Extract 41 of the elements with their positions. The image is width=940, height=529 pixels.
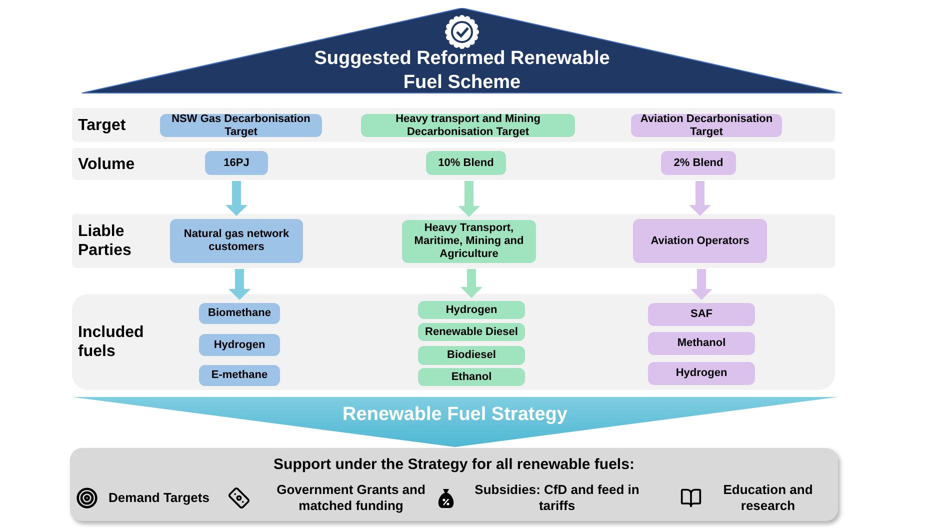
item-box: Biodiesel [418,346,525,365]
row-heading: Liable Parties [78,222,132,260]
item-box: Hydrogen [648,362,755,385]
down-arrow [228,269,250,300]
item-box: Heavy transport and Mining Decarbonisation Target [361,114,575,137]
item-box: Aviation Operators [633,219,767,263]
support-item: Education and research [722,482,814,514]
row-band [72,108,835,142]
item-box: Ethanol [418,368,525,386]
scheme-title: Suggested Reformed Renewable Fuel Scheme [313,47,611,95]
item-box: Methanol [648,332,755,355]
item-box: Natural gas network customers [170,219,303,263]
down-arrow [689,181,711,216]
support-item: Subsidies: CfD and feed in tariffs [474,482,640,514]
item-box: Heavy Transport, Maritime, Mining and Agriculture [402,220,536,263]
item-box: Renewable Diesel [418,323,525,341]
down-arrow [690,269,712,300]
support-item: Demand Targets [108,490,210,506]
down-arrow [458,181,480,217]
item-box: Hydrogen [199,334,280,356]
down-arrow [226,181,248,216]
item-box: SAF [648,303,755,326]
item-box: NSW Gas Decarbonisation Target [160,114,322,137]
support-panel [70,448,838,521]
row-heading: Included fuels [78,323,145,361]
row-band [72,214,835,268]
item-box: Biomethane [199,303,280,324]
down-arrow [460,269,482,298]
row-band [72,294,835,390]
row-band [72,148,835,180]
row-heading: Volume [78,154,135,174]
panel-heading: Support under the Strategy for all renewable fuels: [274,456,634,474]
item-box: Aviation Decarbonisation Target [631,114,782,137]
item-box: E-methane [199,365,280,386]
strategy-title: Renewable Fuel Strategy [342,403,568,427]
item-box: 2% Blend [661,151,736,175]
support-item: Government Grants and matched funding [276,482,426,514]
row-heading: Target [78,116,126,134]
item-box: 10% Blend [426,151,506,175]
item-box: 16PJ [205,151,268,175]
item-box: Hydrogen [418,301,525,319]
